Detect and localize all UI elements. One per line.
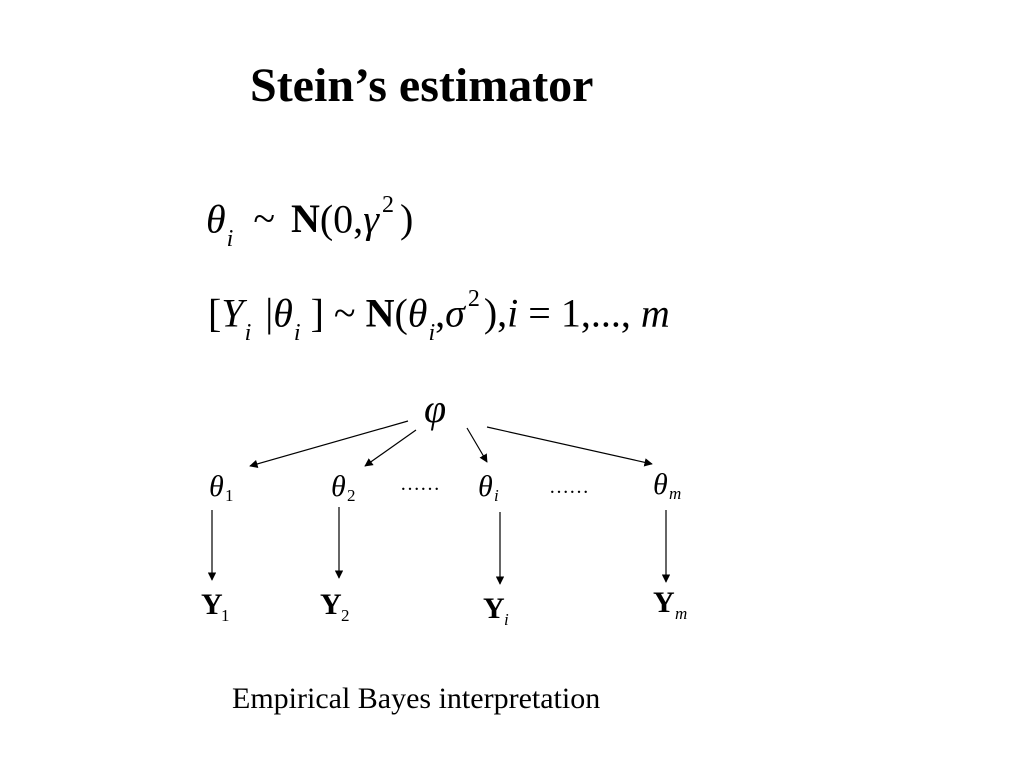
ellipsis-left: ……	[400, 473, 440, 495]
theta-symbol: θ	[478, 470, 493, 503]
y-node-i: Y i	[483, 592, 509, 629]
y-symbol: Y	[653, 586, 675, 619]
theta-symbol: θ	[273, 290, 293, 336]
y-subscript: i	[504, 610, 509, 629]
conditional-bar: |	[265, 290, 274, 336]
theta-symbol: θ	[206, 196, 226, 242]
arrow-phi-thetai	[466, 427, 488, 463]
theta-symbol: θ	[209, 470, 224, 503]
theta-subscript: i	[494, 486, 499, 505]
args-open: (0,	[319, 196, 364, 242]
theta-node-2: θ 2	[331, 470, 356, 505]
normal-symbol: N	[290, 196, 320, 242]
equals-sign: =	[528, 290, 551, 336]
sigma-symbol: σ	[445, 290, 465, 336]
theta-symbol: θ	[407, 290, 428, 336]
subscript-i: i	[244, 319, 252, 346]
y-node-2: Y 2	[320, 588, 350, 625]
y-node-m: Y m	[653, 586, 687, 623]
subscript-i: i	[293, 319, 301, 346]
index-i: i	[507, 290, 519, 336]
bracket-open: [	[208, 290, 222, 336]
arrow-phi-theta1	[249, 420, 409, 468]
gamma-symbol: γ	[363, 196, 379, 242]
normal-symbol: N	[365, 290, 395, 336]
phi-node: φ	[424, 386, 446, 431]
theta-subscript: m	[669, 484, 681, 503]
superscript-2: 2	[381, 192, 394, 218]
close-paren: )	[399, 196, 414, 242]
theta-subscript: 1	[225, 486, 234, 505]
tilde-symbol: ~	[333, 290, 356, 336]
prior-arrows	[249, 420, 653, 468]
ellipsis-right: ……	[549, 476, 589, 498]
subscript-i: i	[428, 319, 436, 346]
theta-subscript: 2	[347, 486, 356, 505]
comma: ,	[435, 290, 446, 336]
theta-node-1: θ 1	[209, 470, 234, 505]
y-symbol: Y	[201, 588, 223, 621]
index-range: 1,...,	[560, 290, 631, 336]
slide-title: Stein’s estimator	[250, 59, 594, 112]
arrow-phi-theta2	[364, 429, 417, 467]
y-subscript: 1	[221, 606, 230, 625]
theta-node-m: θ m	[653, 468, 681, 503]
y-symbol: Y	[483, 592, 505, 625]
theta-node-i: θ i	[478, 470, 499, 505]
theta-symbol: θ	[653, 468, 668, 501]
y-subscript: 2	[341, 606, 350, 625]
y-subscript: m	[675, 604, 687, 623]
paren-close: ),	[483, 290, 508, 336]
tilde-symbol: ~	[253, 196, 275, 242]
likelihood-arrows	[207, 507, 671, 585]
arrow-phi-thetam	[486, 426, 653, 467]
diagram-caption: Empirical Bayes interpretation	[232, 682, 601, 715]
theta-symbol: θ	[331, 470, 346, 503]
bracket-close: ]	[310, 290, 324, 336]
y-node-1: Y 1	[201, 588, 230, 625]
paren-open: (	[394, 290, 408, 336]
subscript-i: i	[226, 225, 234, 252]
superscript-2: 2	[467, 286, 480, 312]
y-symbol: Y	[221, 290, 244, 336]
index-m: m	[640, 290, 670, 336]
y-symbol: Y	[320, 588, 342, 621]
